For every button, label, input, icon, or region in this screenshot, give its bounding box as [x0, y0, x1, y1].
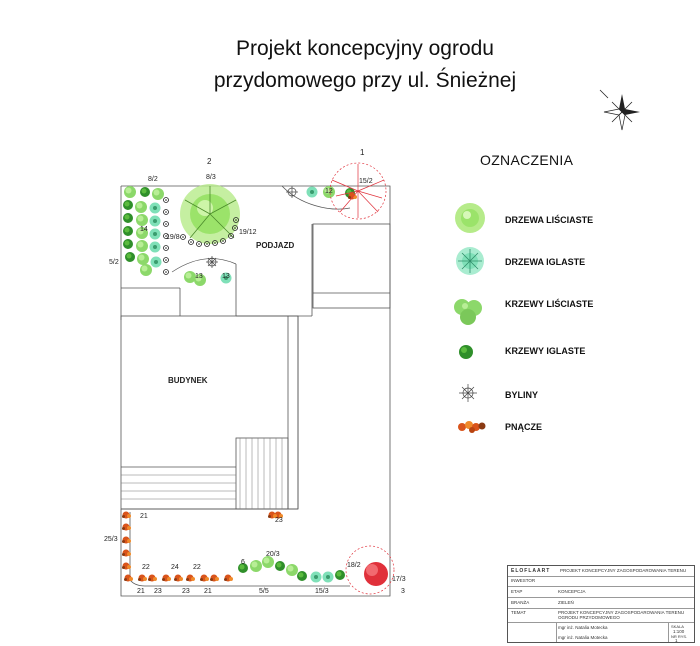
- garage-outline: [312, 223, 391, 309]
- plant-label: 19/12: [239, 229, 257, 236]
- tb-key: INWESTOR: [511, 578, 536, 583]
- top-right-bed: [286, 186, 357, 200]
- tb-author: mgr inż. Natalia Motecka: [558, 625, 608, 630]
- tb-key: TEMAT: [511, 610, 526, 615]
- plant-label: 20/3: [266, 551, 280, 558]
- legend-label-deciduous-trees: DRZEWA LIŚCIASTE: [505, 215, 594, 225]
- plant-label: 21: [204, 588, 212, 595]
- tb-author: mgr inż. Natalia Motecka: [558, 635, 608, 640]
- plant-label: 17/3: [392, 576, 406, 583]
- plant-label: 5/5: [259, 588, 269, 595]
- driveway-label: PODJAZD: [256, 241, 295, 250]
- plant-label: 8/2: [148, 176, 158, 183]
- building-label: BUDYNEK: [168, 376, 208, 385]
- compass-icon: [599, 89, 640, 131]
- plant-label: 6: [241, 559, 245, 566]
- plant-label: 13: [195, 273, 203, 280]
- plant-label: 15/2: [359, 178, 373, 185]
- legend-heading: OZNACZENIA: [480, 152, 574, 168]
- plant-label: 15/3: [315, 588, 329, 595]
- plant-label: 1: [360, 148, 365, 157]
- coniferous-shrub-icon: [459, 345, 473, 359]
- deciduous-tree-icon: [455, 203, 485, 233]
- tb-sheet: 1: [675, 638, 678, 643]
- property-boundary: [120, 185, 391, 597]
- drawing-title-block: ELOFLAART PROJEKT KONCEPCYJNY ZAGOSPODAR…: [507, 565, 695, 643]
- plant-label: 24: [171, 564, 179, 571]
- bottom-plant-row: [122, 511, 345, 583]
- tb-scale-label: SKALA: [671, 624, 684, 629]
- perennials-icon: [459, 384, 477, 402]
- plant-label: 21: [140, 513, 148, 520]
- legend-label-coniferous-trees: DRZEWA IGLASTE: [505, 257, 586, 267]
- plant-label: 22: [193, 564, 201, 571]
- page-title-line-1: Projekt koncepcyjny ogrodu: [236, 37, 494, 60]
- plant-label: 2: [207, 157, 212, 166]
- deciduous-tree-top: [180, 184, 240, 244]
- stairs: [121, 438, 283, 509]
- plant-label: 23: [275, 517, 283, 524]
- plant-label: 25/3: [104, 536, 118, 543]
- coniferous-tree-icon: [456, 247, 484, 275]
- tb-value: KONCEPCJA: [558, 589, 586, 594]
- plant-label: 23: [154, 588, 162, 595]
- plant-label: 13: [222, 273, 230, 280]
- round-bed: [171, 256, 237, 286]
- tb-value: PROJEKT KONCEPCYJNY ZAGOSPODAROWANIA TER…: [558, 610, 685, 620]
- plant-label: 23: [182, 588, 190, 595]
- tb-sheet-label: NR RYS.: [671, 634, 688, 639]
- legend-label-coniferous-shrubs: KRZEWY IGLASTE: [505, 346, 586, 356]
- page-title-line-2: przydomowego przy ul. Śnieżnej: [213, 69, 517, 92]
- tb-value: ZIELEŃ: [558, 600, 574, 605]
- deciduous-shrub-icon: [454, 299, 482, 325]
- project-title: PROJEKT KONCEPCYJNY ZAGOSPODAROWANIA TER…: [560, 568, 687, 573]
- plant-label: 3: [401, 588, 405, 595]
- climbers-icon: [458, 421, 486, 433]
- plant-label: 18/2: [347, 562, 361, 569]
- legend-label-perennials: BYLINY: [505, 390, 539, 400]
- plant-label: 22: [142, 564, 150, 571]
- plant-label: 21: [137, 588, 145, 595]
- red-tree-top: [329, 162, 387, 220]
- red-tree-bottom: [345, 545, 395, 595]
- plant-label: 19/8: [166, 234, 180, 241]
- company-logo: ELOFLAART: [511, 568, 551, 574]
- plant-label: 12: [325, 188, 333, 195]
- legend-label-deciduous-shrubs: KRZEWY LIŚCIASTE: [505, 299, 594, 309]
- tb-key: ETAP: [511, 589, 523, 594]
- tb-key: BRANŻA: [511, 600, 530, 605]
- plant-label: 5/2: [109, 259, 119, 266]
- plant-label: 8/3: [206, 174, 216, 181]
- building-outline: [120, 224, 313, 510]
- legend-label-climbers: PNĄCZE: [505, 422, 543, 432]
- plant-label: 14: [140, 226, 148, 233]
- tb-scale: 1:100: [673, 629, 685, 634]
